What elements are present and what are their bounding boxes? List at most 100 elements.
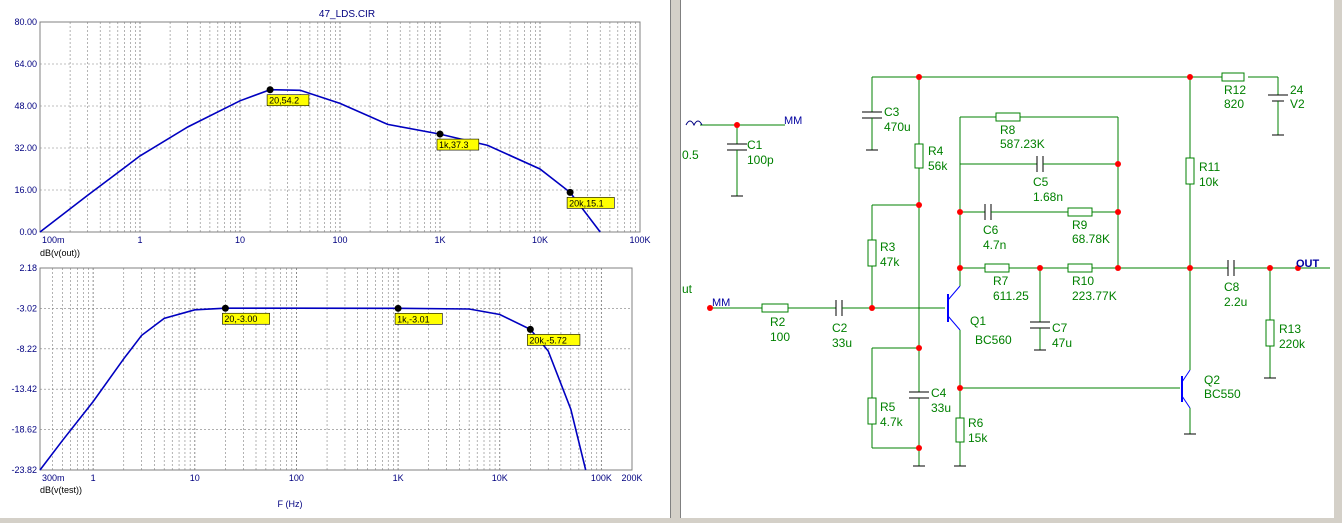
- r10-label: R10: [1072, 274, 1094, 288]
- net-mm-top[interactable]: MM: [784, 115, 802, 127]
- c5-label: C5: [1033, 175, 1049, 189]
- r2-resistor[interactable]: [761, 303, 789, 313]
- bottom-xtick-label: 1K: [393, 473, 404, 483]
- plot-title: 47_LDS.CIR: [319, 9, 375, 20]
- r10-resistor[interactable]: [1067, 263, 1093, 273]
- r12-resistor[interactable]: [1221, 72, 1245, 82]
- c2-value: 33u: [832, 336, 852, 350]
- r6-label: R6: [968, 416, 984, 430]
- r6-resistor[interactable]: [955, 417, 965, 443]
- c7-value: 47u: [1052, 336, 1072, 350]
- r10-value: 223.77K: [1072, 289, 1117, 303]
- bottom-ytick-label: -3.02: [16, 303, 37, 313]
- schematic-window[interactable]: C3 470u R4 56k R8 587.23K C5 1.68n C6 4.…: [681, 0, 1334, 518]
- r13-resistor[interactable]: [1265, 319, 1275, 347]
- net-out[interactable]: OUT: [1296, 258, 1320, 270]
- c6-value: 4.7n: [983, 238, 1006, 252]
- analysis-plots: 47_LDS.CIR 80.0064.0048.0032.0016.000.00…: [11, 9, 650, 509]
- v2-label: V2: [1290, 97, 1305, 111]
- c3-value: 470u: [884, 120, 911, 134]
- r11-resistor[interactable]: [1185, 157, 1195, 185]
- r11-value: 10k: [1199, 175, 1219, 189]
- top-curve: [39, 88, 601, 233]
- top-xtick-label: 10: [235, 235, 245, 245]
- r9-label: R9: [1072, 218, 1088, 232]
- r4-resistor[interactable]: [914, 143, 924, 169]
- bottom-xtick-label: 300m: [42, 473, 65, 483]
- bottom-ytick-label: -18.62: [11, 425, 37, 435]
- top-marker-label: 20,54.2: [269, 96, 299, 106]
- top-marker-dot: [266, 86, 274, 94]
- bottom-marker-label: 20,-3.00: [224, 314, 257, 324]
- pane-splitter[interactable]: [670, 0, 681, 518]
- bottom-marker-label: 1k,-3.01: [397, 314, 430, 324]
- bottom-ytick-label: 2.18: [19, 263, 37, 273]
- bottom-ytick-label: -13.42: [11, 384, 37, 394]
- r3-label: R3: [880, 240, 896, 254]
- top-xtick-label: 100m: [42, 235, 65, 245]
- r7-label: R7: [993, 274, 1009, 288]
- bottom-xtick-label: 100: [289, 473, 304, 483]
- v2-value: 24: [1290, 83, 1304, 97]
- top-xtick-label: 10K: [532, 235, 548, 245]
- top-marker-box: [566, 197, 615, 209]
- top-marker-box: [436, 138, 480, 151]
- r9-resistor[interactable]: [1067, 207, 1093, 217]
- vertical-scrollbar[interactable]: [1334, 0, 1342, 518]
- c1-label: C1: [747, 138, 763, 152]
- bottom-xtick-label: 1: [91, 473, 96, 483]
- top-marker-box: [266, 94, 310, 107]
- r5-label: R5: [880, 400, 896, 414]
- schematic-canvas: C3 470u R4 56k R8 587.23K C5 1.68n C6 4.…: [682, 72, 1330, 467]
- r9-value: 68.78K: [1072, 232, 1110, 246]
- c4-label: C4: [931, 386, 947, 400]
- top-marker-label: 20k,15.1: [569, 198, 604, 208]
- bottom-marker-label: 20k,-5.72: [529, 335, 567, 345]
- r6-value: 15k: [968, 431, 988, 445]
- r5-resistor[interactable]: [867, 397, 877, 425]
- bottom-xtick-label: 200K: [621, 473, 642, 483]
- r12-value: 820: [1224, 97, 1244, 111]
- r11-label: R11: [1199, 160, 1220, 174]
- c4-value: 33u: [931, 401, 951, 415]
- top-marker-dot: [566, 188, 574, 196]
- top-ytick-label: 32.00: [14, 143, 37, 153]
- r2-value: 100: [770, 330, 790, 344]
- q2-label: Q2: [1204, 373, 1220, 387]
- top-ytick-label: 80.00: [14, 17, 37, 27]
- r13-label: R13: [1279, 322, 1301, 336]
- r8-resistor[interactable]: [995, 112, 1021, 122]
- c1-value: 100p: [747, 153, 774, 167]
- r2-label: R2: [770, 315, 786, 329]
- r5-value: 4.7k: [880, 415, 904, 429]
- net-mm-input[interactable]: MM: [712, 297, 730, 309]
- top-ytick-label: 48.00: [14, 101, 37, 111]
- top-xtick-label: 1: [137, 235, 142, 245]
- r7-resistor[interactable]: [984, 263, 1010, 273]
- input-label: ut: [682, 282, 693, 296]
- bottom-marker-box: [527, 334, 581, 346]
- r4-value: 56k: [928, 159, 948, 173]
- bottom-marker-box: [222, 312, 270, 325]
- q2-value: BC550: [1204, 387, 1241, 401]
- c3-label: C3: [884, 105, 900, 119]
- top-marker-dot: [436, 130, 444, 138]
- r8-label: R8: [1000, 123, 1016, 137]
- c7-label: C7: [1052, 321, 1068, 335]
- c8-value: 2.2u: [1224, 295, 1247, 309]
- bottom-xlabel: F (Hz): [278, 499, 303, 509]
- bottom-marker-dot: [526, 325, 534, 333]
- bottom-ytick-label: -8.22: [16, 344, 37, 354]
- r3-resistor[interactable]: [867, 239, 877, 267]
- r7-value: 611.25: [993, 289, 1029, 303]
- top-marker-label: 1k,37.3: [439, 140, 469, 150]
- partial-value: 0.5: [682, 148, 699, 162]
- bottom-ylabel: dB(v(test)): [40, 485, 82, 495]
- bottom-xtick-label: 10: [190, 473, 200, 483]
- bottom-marker-box: [394, 313, 443, 325]
- top-xtick-label: 1K: [434, 235, 445, 245]
- top-xtick-label: 100K: [629, 235, 650, 245]
